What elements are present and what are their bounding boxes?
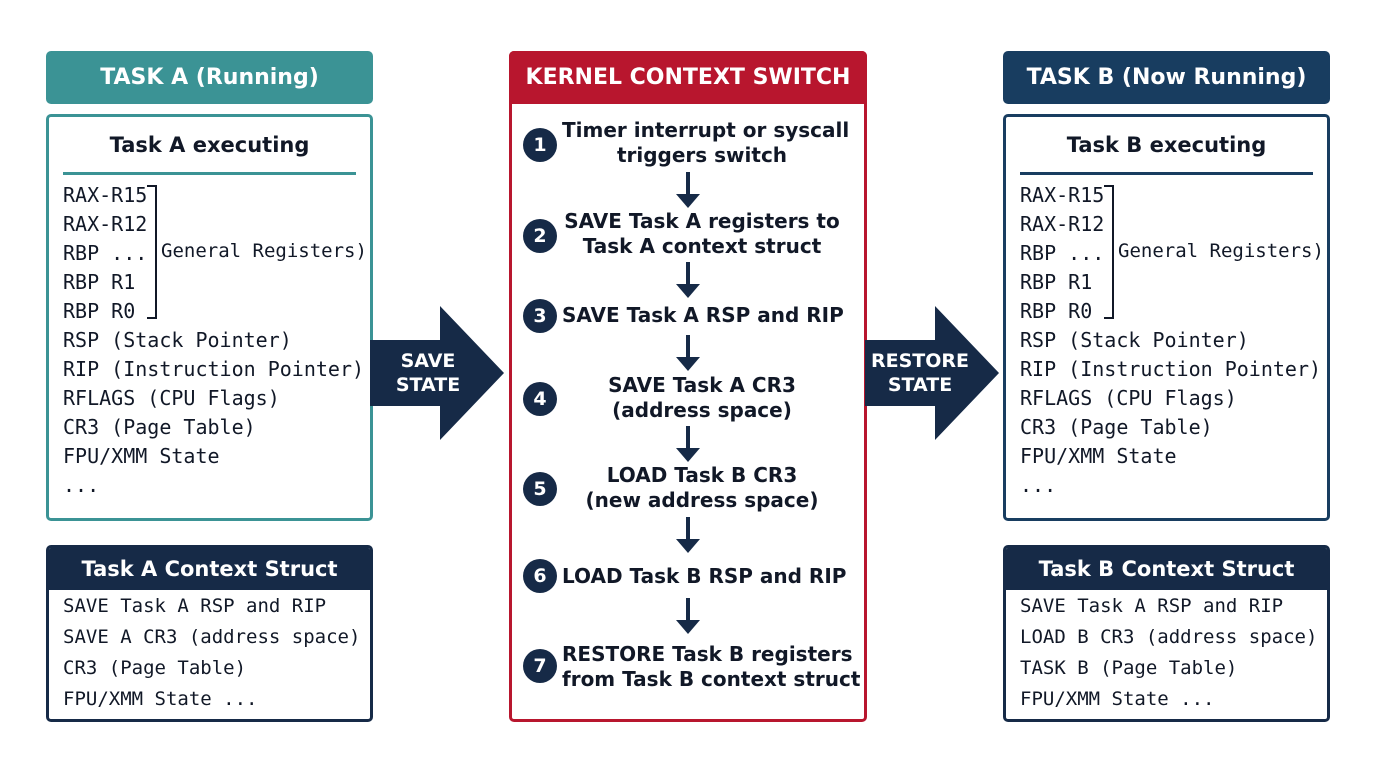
task-b-header: TASK B (Now Running) <box>1003 51 1330 104</box>
step-1-text: Timer interrupt or syscall triggers swit… <box>562 118 850 168</box>
register-line: RBP ... <box>63 241 148 265</box>
restore-state-arrow <box>865 306 999 440</box>
step-text-line: SAVE Task A CR3 <box>608 373 796 397</box>
step-2-text: SAVE Task A registers to Task A context … <box>562 209 842 259</box>
step-text-line: SAVE Task A registers to <box>564 209 840 233</box>
register-line: RAX-R15 <box>63 183 148 207</box>
register-line: FPU/XMM State <box>1020 444 1177 468</box>
context-line: SAVE Task A RSP and RIP <box>63 595 327 617</box>
context-line: FPU/XMM State ... <box>1020 688 1215 710</box>
restore-state-label: RESTORE STATE <box>866 349 974 397</box>
step-text-line: from Task B context struct <box>562 667 861 691</box>
save-state-label: SAVE STATE <box>376 349 480 397</box>
register-line: RFLAGS (CPU Flags) <box>1020 386 1237 410</box>
step-5-text: LOAD Task B CR3 (new address space) <box>562 463 842 513</box>
task-b-panel: Task B executing RAX-R15 RAX-R12 RBP ...… <box>1003 114 1330 521</box>
register-line: RAX-R12 <box>63 212 148 236</box>
step-text-line: LOAD Task B CR3 <box>606 463 798 487</box>
task-a-title: Task A executing <box>109 133 310 157</box>
register-line: RBP R0 <box>1020 299 1093 323</box>
register-line: RBP R1 <box>1020 270 1093 294</box>
register-line: RAX-R15 <box>1020 183 1105 207</box>
context-line: SAVE A CR3 (address space) <box>63 626 361 648</box>
step-6-text: LOAD Task B RSP and RIP <box>562 564 847 589</box>
step-arrow-down <box>676 262 700 298</box>
register-line: CR3 (Page Table) <box>63 415 256 439</box>
step-arrow-down <box>676 517 700 553</box>
register-line: ... <box>63 473 100 497</box>
task-b-context-struct: Task B Context Struct SAVE Task A RSP an… <box>1003 545 1330 722</box>
step-number-7: 7 <box>523 649 557 683</box>
step-text-line: Task A context struct <box>582 234 822 258</box>
step-number-3: 3 <box>523 299 557 333</box>
step-text-line: (new address space) <box>585 488 819 512</box>
task-a-header: TASK A (Running) <box>46 51 373 104</box>
step-number-4: 4 <box>523 382 557 416</box>
step-text-line: SAVE Task A RSP and RIP <box>562 303 844 327</box>
register-line: RAX-R12 <box>1020 212 1105 236</box>
task-b-divider <box>1020 172 1313 175</box>
step-7-text: RESTORE Task B registers from Task B con… <box>562 642 861 692</box>
context-line: TASK B (Page Table) <box>1020 657 1238 679</box>
task-a-context-struct: Task A Context Struct SAVE Task A RSP an… <box>46 545 373 722</box>
step-3-text: SAVE Task A RSP and RIP <box>562 303 844 328</box>
register-line: RBP R1 <box>63 270 136 294</box>
general-registers-bracket <box>1104 185 1114 319</box>
general-registers-label: General Registers) <box>1118 240 1324 262</box>
task-b-context-title: Task B Context Struct <box>1006 548 1327 590</box>
register-line: RSP (Stack Pointer) <box>63 328 292 352</box>
save-state-label-line: STATE <box>395 374 461 396</box>
step-text-line: RESTORE Task B registers <box>562 642 853 666</box>
task-b-title: Task B executing <box>1066 133 1267 157</box>
step-number-6: 6 <box>523 559 557 593</box>
restore-state-label-line: RESTORE <box>870 350 969 372</box>
step-number-2: 2 <box>523 219 557 253</box>
step-text-line: (address space) <box>612 398 792 422</box>
step-number-1: 1 <box>523 128 557 162</box>
step-arrow-down <box>676 335 700 371</box>
step-number-5: 5 <box>523 472 557 506</box>
context-line: SAVE Task A RSP and RIP <box>1020 595 1284 617</box>
register-line: RIP (Instruction Pointer) <box>1020 357 1322 381</box>
context-line: FPU/XMM State ... <box>63 688 258 710</box>
step-arrow-down <box>676 598 700 634</box>
register-line: RFLAGS (CPU Flags) <box>63 386 280 410</box>
general-registers-bracket <box>147 185 157 319</box>
register-line: CR3 (Page Table) <box>1020 415 1213 439</box>
kernel-header: KERNEL CONTEXT SWITCH <box>509 51 867 104</box>
step-text-line: Timer interrupt or syscall <box>562 118 850 142</box>
step-arrow-down <box>676 172 700 208</box>
register-line: RBP R0 <box>63 299 136 323</box>
step-arrow-down <box>676 426 700 462</box>
task-a-divider <box>63 172 356 175</box>
restore-state-label-line: STATE <box>887 374 953 396</box>
context-line: CR3 (Page Table) <box>63 657 247 679</box>
register-line: RIP (Instruction Pointer) <box>63 357 365 381</box>
step-text-line: triggers switch <box>616 143 788 167</box>
save-state-arrow <box>370 306 504 440</box>
task-a-panel: Task A executing RAX-R15 RAX-R12 RBP ...… <box>46 114 373 521</box>
task-a-context-title: Task A Context Struct <box>49 548 370 590</box>
register-line: RSP (Stack Pointer) <box>1020 328 1249 352</box>
register-line: FPU/XMM State <box>63 444 220 468</box>
register-line: RBP ... <box>1020 241 1105 265</box>
context-line: LOAD B CR3 (address space) <box>1020 626 1318 648</box>
step-text-line: LOAD Task B RSP and RIP <box>562 564 847 588</box>
general-registers-label: General Registers) <box>161 240 367 262</box>
save-state-label-line: SAVE <box>400 350 456 372</box>
register-line: ... <box>1020 473 1057 497</box>
step-4-text: SAVE Task A CR3 (address space) <box>562 373 842 423</box>
